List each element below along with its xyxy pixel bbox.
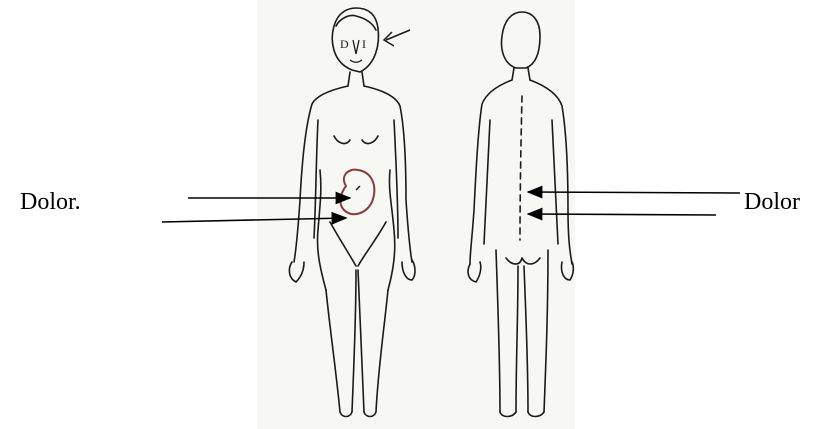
right-arrow-lower xyxy=(528,214,716,215)
mouth-mark xyxy=(350,60,362,62)
pain-area-circle xyxy=(340,170,374,214)
pain-area-tick xyxy=(356,186,360,190)
front-chest xyxy=(334,136,378,143)
back-neck xyxy=(512,68,530,80)
front-neck xyxy=(348,72,364,86)
back-feet xyxy=(500,412,544,417)
back-right-hand xyxy=(561,262,573,280)
nose-mark xyxy=(353,40,359,54)
front-left-hand xyxy=(289,262,304,282)
front-face-marks: D I xyxy=(340,37,366,62)
back-left-hand xyxy=(468,262,481,282)
face-pointer-arrow xyxy=(384,30,410,46)
left-eye-mark: D xyxy=(340,37,349,51)
front-body-figure xyxy=(289,8,415,417)
front-hair xyxy=(336,15,376,30)
front-legs xyxy=(326,270,388,412)
front-right-hand xyxy=(402,260,415,280)
right-eye-mark: I xyxy=(362,37,366,51)
front-inner-arms xyxy=(314,120,398,238)
pain-label-front: Dolor. xyxy=(20,190,81,214)
back-spine xyxy=(520,96,522,240)
back-legs xyxy=(496,250,548,412)
pain-label-back: Dolor xyxy=(744,190,800,214)
back-inner-arms xyxy=(484,120,558,244)
front-feet xyxy=(340,412,376,417)
right-arrow-upper xyxy=(528,192,740,193)
back-buttocks xyxy=(506,258,540,264)
front-pelvis-lines xyxy=(330,222,386,266)
back-head xyxy=(502,12,540,68)
